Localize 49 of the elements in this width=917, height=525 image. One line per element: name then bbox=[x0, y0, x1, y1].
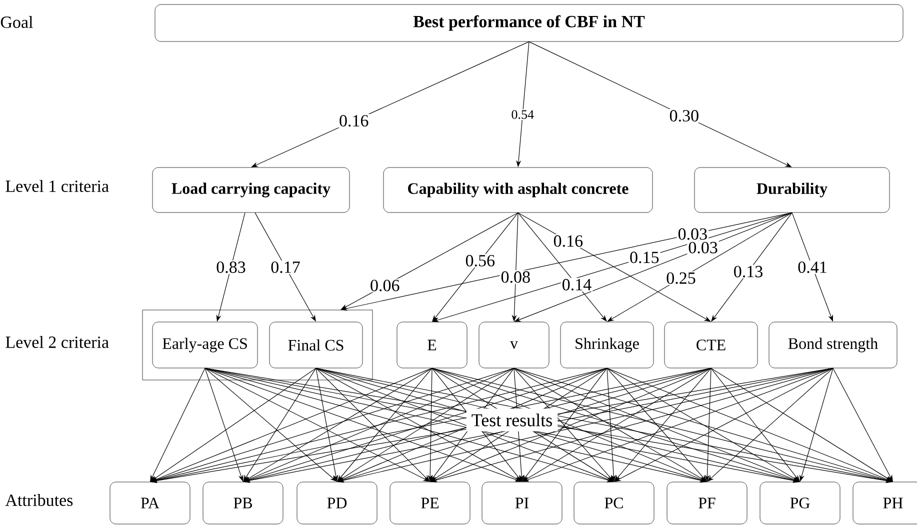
arrow bbox=[518, 212, 711, 322]
edge-label: 0.56 bbox=[464, 254, 496, 268]
edge-label: 0.83 bbox=[215, 260, 247, 274]
attribute-box: PF bbox=[666, 482, 748, 524]
edge-label: 0.08 bbox=[500, 270, 532, 284]
level-label: Attributes bbox=[5, 494, 73, 506]
criterion-box: Durability bbox=[694, 167, 890, 213]
arrow bbox=[243, 368, 432, 482]
criterion-box: E bbox=[396, 322, 468, 368]
level-label: Goal bbox=[0, 16, 33, 28]
edge-label: 0.06 bbox=[369, 278, 401, 292]
attribute-box: PD bbox=[296, 482, 378, 524]
edge-label: 0.16 bbox=[552, 234, 584, 248]
edge-label: 0.54 bbox=[510, 109, 535, 120]
arrow bbox=[710, 368, 893, 482]
level-label: Level 1 criteria bbox=[6, 180, 109, 192]
criterion-box: Load carrying capacity bbox=[152, 167, 350, 213]
criterion-box: Shrinkage bbox=[560, 322, 654, 368]
criterion-box: Early-age CS bbox=[152, 322, 258, 368]
arrow bbox=[606, 368, 800, 482]
goal-box: Best performance of CBF in NT bbox=[154, 4, 904, 42]
overlay-label: Test results bbox=[466, 408, 558, 432]
edge-label: 0.03 bbox=[687, 240, 719, 254]
attribute-box: PB bbox=[202, 482, 284, 524]
attribute-box: PC bbox=[574, 482, 654, 524]
edge-label: 0.25 bbox=[665, 271, 697, 285]
edge-label: 0.41 bbox=[796, 260, 828, 274]
attribute-box: PE bbox=[390, 482, 470, 524]
edge-label: 0.03 bbox=[676, 227, 709, 241]
group-box bbox=[142, 310, 373, 380]
edge-label: 0.30 bbox=[668, 109, 700, 123]
criterion-box: Bond strength bbox=[768, 322, 898, 368]
edge-label: 0.14 bbox=[560, 278, 593, 292]
edge-label: 0.13 bbox=[732, 264, 764, 278]
criterion-box: v bbox=[478, 322, 550, 368]
edge-label: 0.16 bbox=[338, 114, 370, 128]
criterion-box: Capability with asphalt concrete bbox=[383, 167, 653, 213]
edge-label: 0.17 bbox=[270, 260, 302, 274]
attribute-box: PG bbox=[760, 482, 840, 524]
arrow bbox=[607, 212, 792, 322]
arrow bbox=[150, 368, 316, 482]
attribute-box: PI bbox=[482, 482, 562, 524]
arrow bbox=[204, 368, 337, 482]
criterion-box: CTE bbox=[664, 322, 758, 368]
attribute-box: PA bbox=[110, 482, 190, 524]
attribute-box: PH bbox=[852, 482, 917, 524]
criterion-box: Final CS bbox=[269, 322, 363, 368]
edge-label: 0.15 bbox=[628, 250, 660, 264]
level-label: Level 2 criteria bbox=[6, 336, 109, 348]
